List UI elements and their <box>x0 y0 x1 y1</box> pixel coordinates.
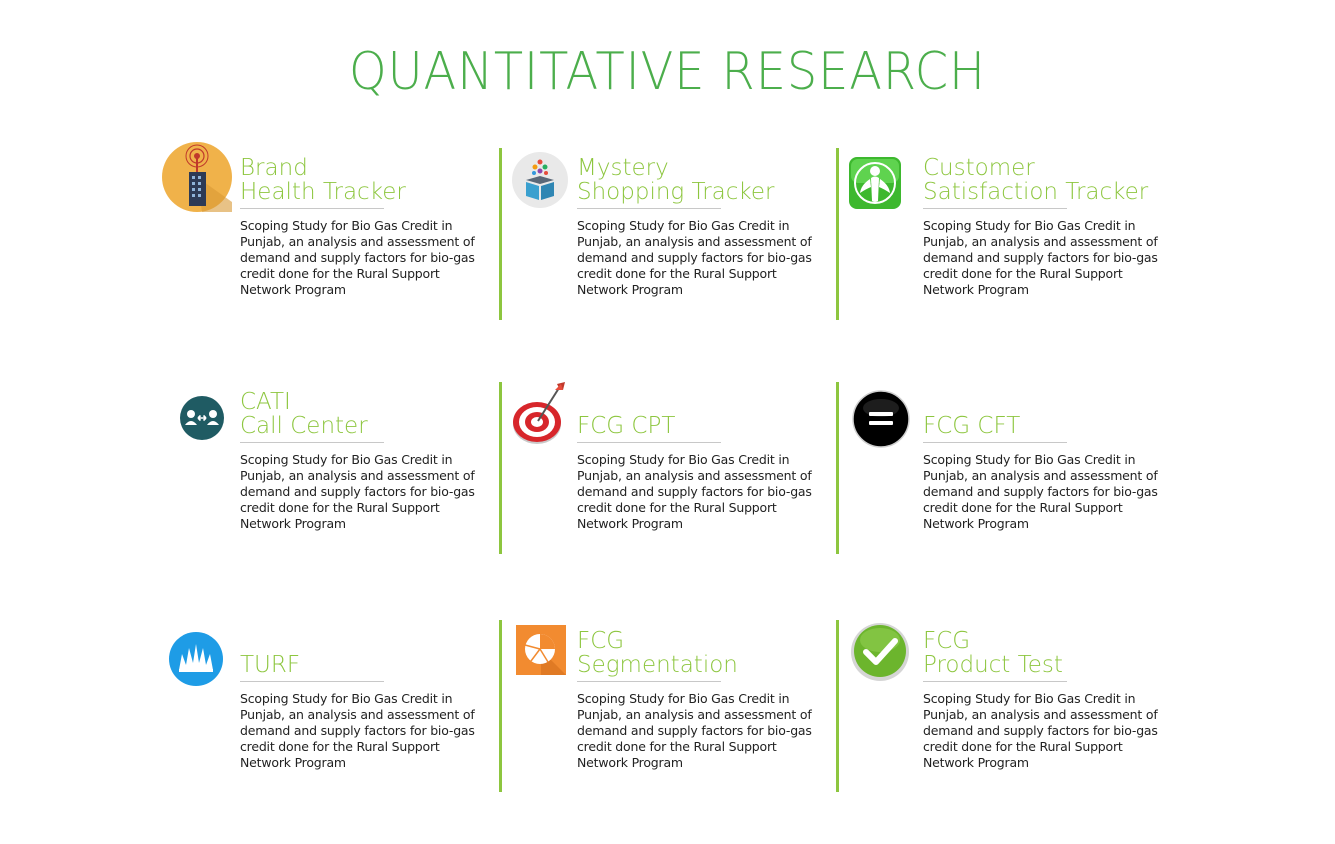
title-underline <box>577 208 721 209</box>
card-fcg-cpt: FCG CPT Scoping Study for Bio Gas Credit… <box>499 376 812 556</box>
card-text: FCG CPT Scoping Study for Bio Gas Credit… <box>577 376 827 532</box>
person-icon <box>849 157 901 209</box>
title-underline <box>240 442 384 443</box>
radio-tower-icon <box>162 142 232 212</box>
card-text: TURF Scoping Study for Bio Gas Credit in… <box>240 615 490 771</box>
column-divider <box>836 148 839 320</box>
column-divider <box>836 382 839 554</box>
card-text: FCG CFT Scoping Study for Bio Gas Credit… <box>923 376 1173 532</box>
card-description: Scoping Study for Bio Gas Credit in Punj… <box>923 691 1158 770</box>
column-divider <box>499 620 502 792</box>
title-underline <box>240 681 384 682</box>
gift-box-icon <box>512 152 568 208</box>
checkmark-icon <box>850 622 910 682</box>
column-divider <box>499 148 502 320</box>
card-description: Scoping Study for Bio Gas Credit in Punj… <box>240 218 475 297</box>
title-underline <box>923 681 1067 682</box>
column-divider <box>499 382 502 554</box>
grass-icon <box>169 632 223 686</box>
card-title: TURF <box>240 652 301 678</box>
pie-chart-icon <box>516 625 566 675</box>
target-dart-icon <box>511 380 573 444</box>
card-description: Scoping Study for Bio Gas Credit in Punj… <box>923 452 1158 531</box>
card-description: Scoping Study for Bio Gas Credit in Punj… <box>240 691 475 770</box>
card-description: Scoping Study for Bio Gas Credit in Punj… <box>577 218 812 297</box>
card-description: Scoping Study for Bio Gas Credit in Punj… <box>577 452 812 531</box>
title-underline <box>577 681 721 682</box>
title-underline <box>923 442 1067 443</box>
card-description: Scoping Study for Bio Gas Credit in Punj… <box>923 218 1158 297</box>
card-turf: TURF Scoping Study for Bio Gas Credit in… <box>162 615 475 795</box>
title-underline <box>923 208 1067 209</box>
page-title: QUANTITATIVE RESEARCH <box>349 42 986 102</box>
title-underline <box>577 442 721 443</box>
card-title: FCG CFT <box>923 413 1021 439</box>
equals-icon <box>852 390 910 448</box>
card-title: FCG CPT <box>577 413 676 439</box>
card-description: Scoping Study for Bio Gas Credit in Punj… <box>240 452 475 531</box>
people-exchange-icon <box>180 396 224 440</box>
card-fcg-cft: FCG CFT Scoping Study for Bio Gas Credit… <box>845 376 1158 556</box>
column-divider <box>836 620 839 792</box>
card-description: Scoping Study for Bio Gas Credit in Punj… <box>577 691 812 770</box>
title-underline <box>240 208 384 209</box>
